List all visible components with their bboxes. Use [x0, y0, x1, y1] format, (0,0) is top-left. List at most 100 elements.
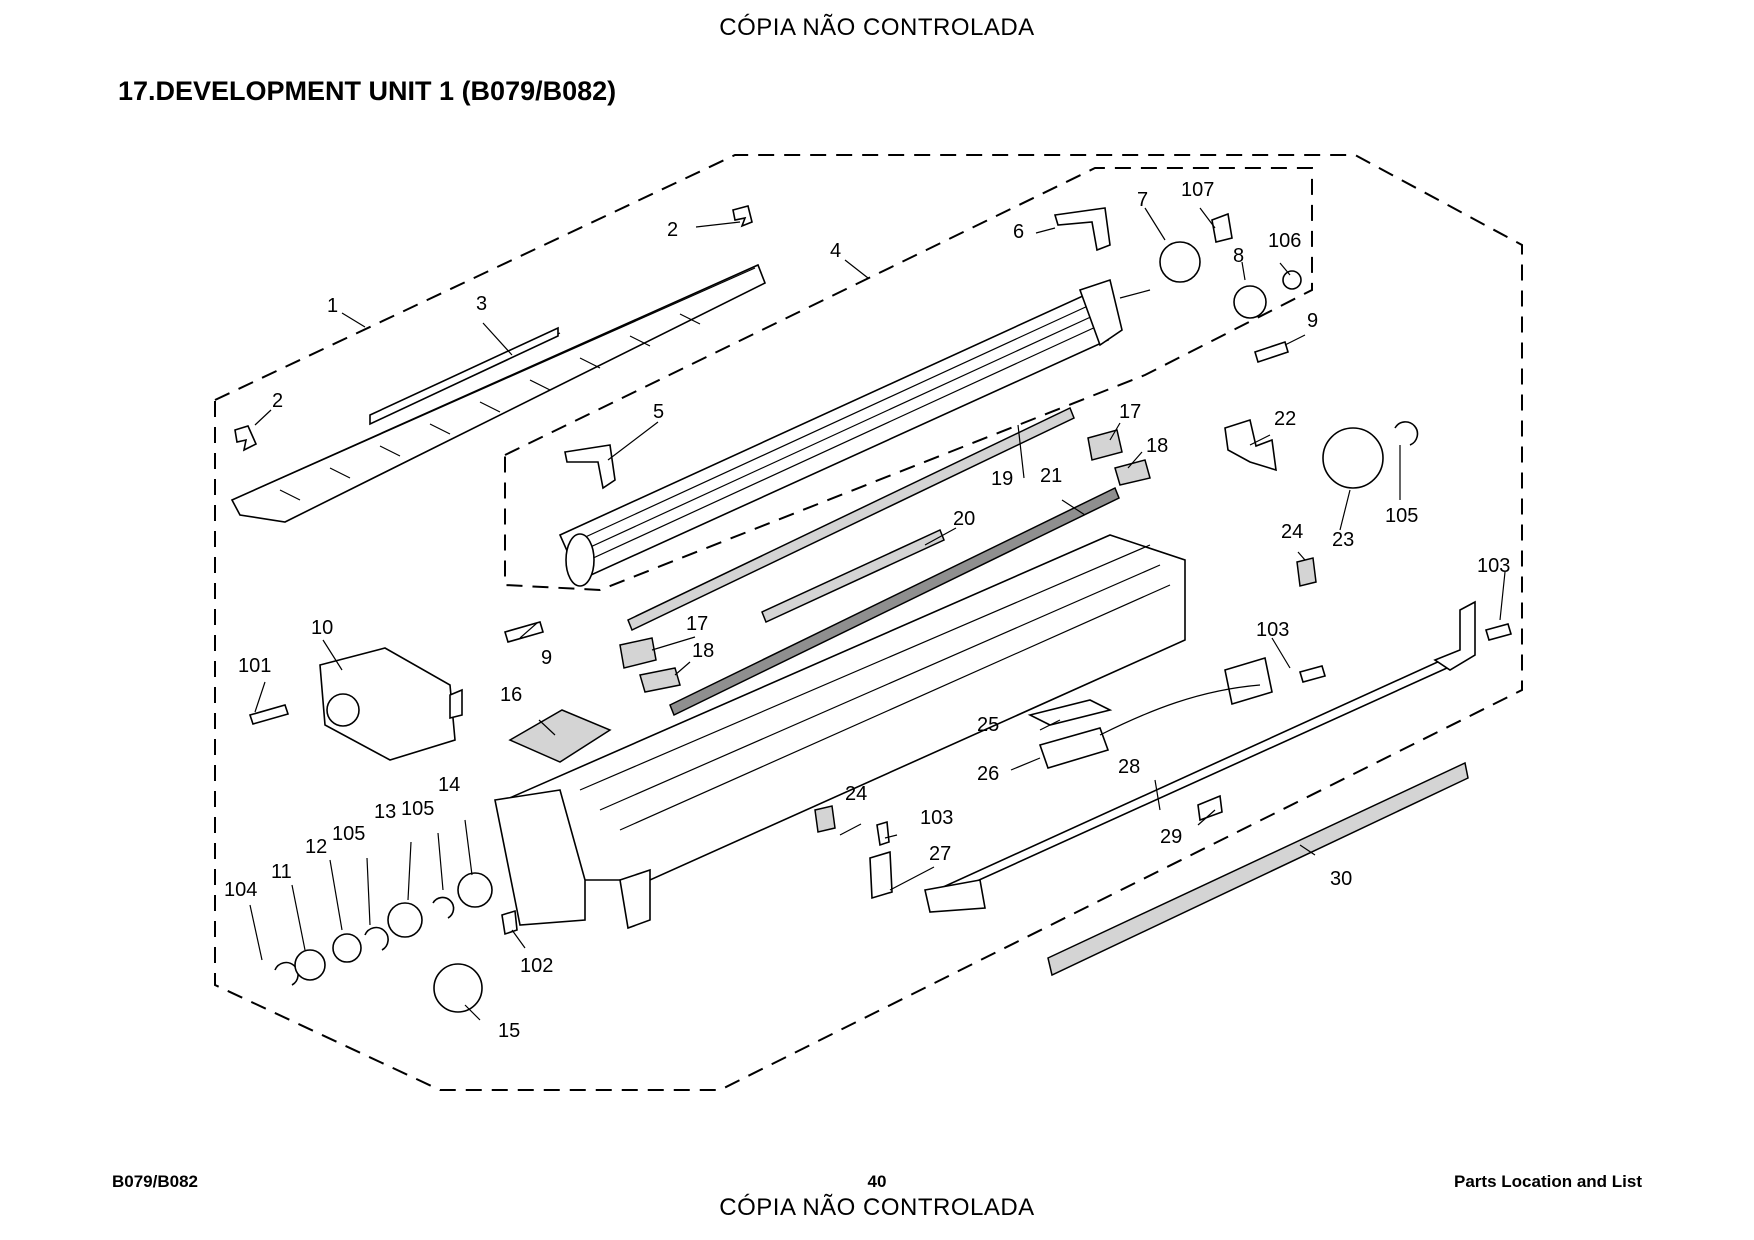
- part-gear-11: [294, 949, 326, 981]
- part-screw-9-top: [1254, 340, 1289, 364]
- part-gear-7: [1159, 241, 1201, 283]
- callout-103b: 103: [1256, 619, 1289, 641]
- callout-24a: 24: [1281, 521, 1303, 543]
- callout-28: 28: [1118, 756, 1140, 778]
- part-screw-103-low: [876, 820, 890, 847]
- callout-29: 29: [1160, 826, 1182, 848]
- outer-boundary: [214, 154, 1523, 1091]
- footer-section: Parts Location and List: [1454, 1172, 1642, 1191]
- part-development-casing: [494, 534, 1186, 930]
- callout-2a: 2: [667, 219, 678, 241]
- callout-6: 6: [1013, 221, 1024, 243]
- part-clip-left: [234, 425, 258, 452]
- callout-105a: 105: [332, 823, 365, 845]
- callout-18a: 18: [1146, 435, 1168, 457]
- callout-20: 20: [953, 508, 975, 530]
- callout-4: 4: [830, 240, 841, 262]
- callout-13: 13: [374, 801, 396, 823]
- part-seal-30: [1047, 761, 1469, 977]
- callout-103a: 103: [1477, 555, 1510, 577]
- callout-5: 5: [653, 401, 664, 423]
- part-cover-plate: [230, 263, 767, 523]
- callout-16: 16: [500, 684, 522, 706]
- part-screw-101: [248, 704, 290, 725]
- callout-30: 30: [1330, 868, 1352, 890]
- callout-23: 23: [1332, 529, 1354, 551]
- callout-18b: 18: [692, 640, 714, 662]
- part-seal-19: [627, 406, 1075, 632]
- part-plate-25: [1027, 699, 1113, 726]
- callout-15: 15: [498, 1020, 520, 1042]
- part-seal-17-lower: [619, 637, 657, 669]
- part-motor-10: [319, 647, 463, 761]
- part-gear-13: [387, 902, 423, 938]
- callout-21: 21: [1040, 465, 1062, 487]
- part-sponge-24-right: [1296, 557, 1317, 587]
- part-gear-8: [1233, 285, 1267, 319]
- callout-8: 8: [1233, 245, 1244, 267]
- part-screw-9-left: [504, 621, 544, 643]
- part-bushing-12: [332, 933, 362, 963]
- part-arm-28-right: [1433, 600, 1476, 671]
- part-screw-103-mid: [1298, 665, 1327, 683]
- part-seal-18-lower: [639, 667, 681, 693]
- part-clip-top: [732, 205, 753, 228]
- callout-labels: 1 2 2 3 4 5 6 7 8 9 9 10 11 12 13 14 15 …: [224, 179, 1510, 1042]
- callout-10: 10: [311, 617, 333, 639]
- callout-11: 11: [271, 861, 292, 883]
- callout-107: 107: [1181, 179, 1214, 201]
- page-title: 17.DEVELOPMENT UNIT 1 (B079/B082): [118, 76, 617, 106]
- part-bracket-28-end: [924, 879, 986, 913]
- callout-2b: 2: [272, 390, 283, 412]
- part-screw-102: [501, 909, 518, 936]
- callout-26: 26: [977, 763, 999, 785]
- part-bushing-107: [1211, 212, 1233, 243]
- callout-17b: 17: [686, 613, 708, 635]
- part-seal-17-upper: [1087, 429, 1123, 461]
- callout-3: 3: [476, 293, 487, 315]
- part-sponge-24-left: [814, 805, 836, 833]
- callout-9a: 9: [1307, 310, 1318, 332]
- part-screw-103-right: [1484, 623, 1513, 641]
- part-gear-15: [433, 963, 483, 1013]
- watermark-bottom: CÓPIA NÃO CONTROLADA: [719, 1194, 1035, 1221]
- leader-lines: [249, 207, 1506, 1021]
- watermark-top: CÓPIA NÃO CONTROLADA: [719, 14, 1035, 41]
- part-connector: [1224, 656, 1273, 706]
- callout-1: 1: [327, 295, 338, 317]
- part-seal-18-upper: [1114, 459, 1151, 486]
- callout-101: 101: [238, 655, 271, 677]
- part-seal-16: [508, 709, 612, 763]
- callout-27: 27: [929, 843, 951, 865]
- part-bracket-6: [1053, 207, 1111, 252]
- footer-model: B079/B082: [112, 1172, 199, 1191]
- callout-19: 19: [991, 468, 1013, 490]
- callout-9b: 9: [541, 647, 552, 669]
- part-sensor-26: [1038, 727, 1110, 769]
- part-gear-23: [1322, 427, 1384, 489]
- part-e-ring-104: [274, 961, 299, 986]
- callout-17a: 17: [1119, 401, 1141, 423]
- callout-105b: 105: [401, 798, 434, 820]
- callout-102: 102: [520, 955, 553, 977]
- callout-104: 104: [224, 879, 257, 901]
- part-plate-29: [1197, 794, 1223, 822]
- part-e-ring-105-a: [364, 926, 389, 951]
- callout-7: 7: [1137, 189, 1148, 211]
- callout-12: 12: [305, 836, 327, 858]
- part-e-ring-105-b: [432, 896, 455, 919]
- callout-14: 14: [438, 774, 460, 796]
- part-ring-106: [1282, 270, 1302, 290]
- part-e-ring-105-c: [1394, 421, 1419, 446]
- inner-boundary: [504, 167, 1313, 592]
- part-bushing-14: [457, 872, 493, 908]
- part-seal-20: [761, 528, 945, 624]
- part-developer-roller: [558, 278, 1151, 587]
- part-bracket-5: [564, 444, 616, 490]
- part-seal-21: [669, 486, 1120, 717]
- footer-page-number: 40: [867, 1172, 887, 1191]
- callout-25: 25: [977, 714, 999, 736]
- callout-106: 106: [1268, 230, 1301, 252]
- callout-22: 22: [1274, 408, 1296, 430]
